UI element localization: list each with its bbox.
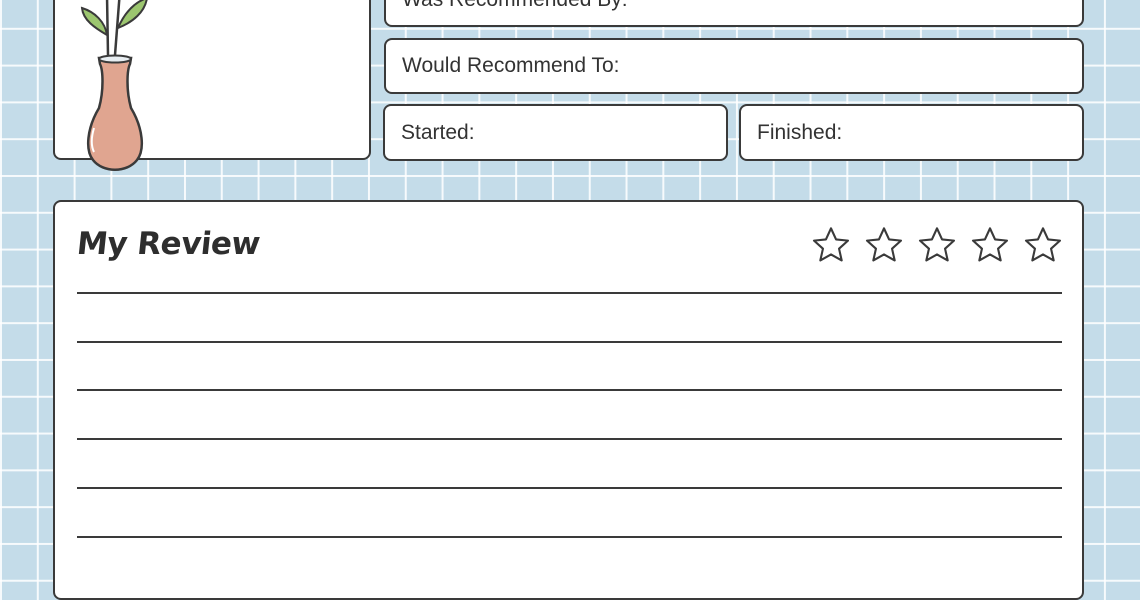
review-writing-line[interactable]	[77, 535, 1062, 538]
review-writing-line[interactable]	[77, 340, 1062, 343]
was-recommended-by-field[interactable]: Was Recommended By:	[384, 0, 1084, 27]
star-outline-icon[interactable]	[969, 224, 1011, 266]
star-outline-icon[interactable]	[916, 224, 958, 266]
would-recommend-to-field[interactable]: Would Recommend To:	[384, 38, 1084, 94]
review-box: My Review	[53, 200, 1084, 600]
finished-label: Finished:	[757, 120, 843, 144]
started-label: Started:	[401, 120, 475, 144]
review-writing-line[interactable]	[77, 438, 1062, 441]
finished-field[interactable]: Finished:	[739, 104, 1084, 161]
star-outline-icon[interactable]	[810, 224, 852, 266]
star-rating[interactable]	[810, 224, 1064, 266]
vase-with-leaves-icon	[80, 0, 148, 171]
was-recommended-by-label: Was Recommended By:	[402, 0, 628, 12]
review-writing-line[interactable]	[77, 486, 1062, 489]
would-recommend-to-label: Would Recommend To:	[402, 54, 620, 77]
review-writing-line[interactable]	[77, 292, 1062, 294]
star-outline-icon[interactable]	[863, 224, 905, 266]
review-title: My Review	[75, 226, 262, 262]
started-field[interactable]: Started:	[383, 104, 728, 161]
star-outline-icon[interactable]	[1022, 224, 1064, 266]
review-writing-line[interactable]	[77, 389, 1062, 392]
